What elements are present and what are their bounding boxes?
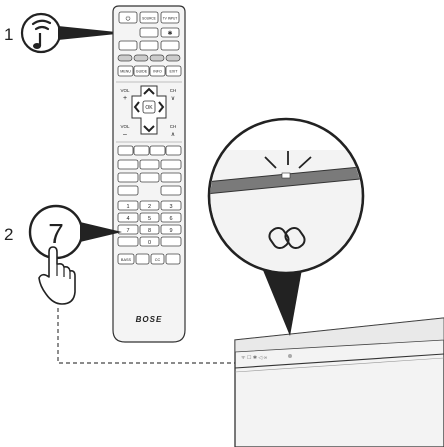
remote-control: ⏻ SOURCE TV INPUT ✱ MENU GUIDE INF [112,5,186,343]
magnified-indicator [207,117,365,336]
svg-text:BASS: BASS [121,258,132,262]
info-button[interactable] [149,65,166,77]
keyboard-button[interactable] [165,253,181,265]
svg-text:∧: ∧ [171,132,175,138]
light-ray-right [298,156,312,169]
music-note-wifi-icon [31,19,52,49]
svg-text:CH: CH [170,88,177,93]
key-1[interactable] [117,200,139,211]
bluetooth-icon: ✱ [167,30,172,37]
key-5[interactable] [139,212,160,223]
svg-text:TV INPUT: TV INPUT [163,17,178,21]
svg-text:0: 0 [148,240,151,246]
svg-text:CC: CC [155,258,161,262]
light-ray-left [264,156,277,169]
soundbar-status-icons: ᯤ ☐ ✱ ◁ ∞ [241,355,268,361]
svg-text:∨: ∨ [171,96,175,102]
svg-text:OK: OK [145,105,153,111]
left-arrow-icon [133,101,140,113]
source-button[interactable] [139,11,159,24]
tv-button[interactable] [118,40,138,51]
svg-text:EXIT: EXIT [170,70,179,74]
box-button[interactable] [139,40,159,51]
navigation-pad: VOL + CH ∨ OK VOL – CH ∧ [120,85,177,138]
svg-text:VOL: VOL [120,88,130,93]
svg-text:SOURCE: SOURCE [142,17,156,21]
svg-text:3: 3 [169,204,172,210]
indicator-bar [210,166,362,194]
light-bar [281,172,291,179]
key-0[interactable] [139,236,160,247]
wifi-music-button[interactable] [139,27,159,38]
ok-button[interactable] [142,100,156,114]
svg-text:ᯤ ☐ ✱ ◁ ∞: ᯤ ☐ ✱ ◁ ∞ [241,355,268,361]
svg-text:GUIDE: GUIDE [136,70,148,74]
link-icon [268,226,306,250]
svg-text:1: 1 [126,204,129,210]
key-back[interactable] [117,236,139,247]
right-arrow-icon [158,101,165,113]
remote-bottom-row: BASS CC [117,253,181,265]
up-arrow-icon [143,87,155,95]
svg-text:9: 9 [169,228,172,234]
key-9[interactable] [160,224,182,235]
menu-row: MENU GUIDE INFO EXIT [117,65,182,77]
bluetooth-button[interactable] [160,27,180,38]
svg-text:5: 5 [148,216,151,222]
svg-text:INFO: INFO [153,70,162,74]
screen-button[interactable] [135,253,150,265]
down-arrow-icon [143,125,155,133]
transport-buttons [117,145,182,196]
svg-text:⏻: ⏻ [126,16,131,23]
soundbar-indicator-light [288,354,292,358]
game-button[interactable] [160,40,180,51]
svg-text:6: 6 [169,216,172,222]
key-enter[interactable] [160,236,182,247]
key-3[interactable] [160,200,182,211]
callout-1: 1 [4,12,126,54]
key-2[interactable] [139,200,160,211]
svg-text:–: – [123,131,127,138]
power-button[interactable] [118,11,138,24]
remote-top-row: ⏻ SOURCE TV INPUT [118,11,180,24]
preset-buttons [117,54,181,62]
key-8[interactable] [139,224,160,235]
key-6[interactable] [160,212,182,223]
key-7[interactable] [117,224,139,235]
svg-text:MENU: MENU [120,70,131,74]
svg-text:7: 7 [126,228,129,234]
svg-text:4: 4 [126,216,129,222]
svg-text:2: 2 [148,204,151,210]
soundbar: ᯤ ☐ ✱ ◁ ∞ [234,317,444,447]
callout-number-1: 1 [4,25,13,44]
svg-text:CH: CH [170,124,177,129]
exit-button[interactable] [165,65,182,77]
brand-logo: BOSE [136,315,163,324]
callout-number-2: 2 [4,225,13,244]
svg-text:+: + [123,95,127,102]
key-4[interactable] [117,212,139,223]
ir-signal-path [57,308,293,364]
svg-text:VOL: VOL [120,124,130,129]
cc-button[interactable] [150,253,165,265]
number-pad: 1 2 3 4 5 6 7 8 9 0 [117,200,182,247]
key-7-enlarged: 7 [48,218,64,249]
guide-button[interactable] [133,65,150,77]
tv-input-button[interactable] [160,11,180,24]
bass-button[interactable] [117,253,135,265]
svg-text:8: 8 [148,228,151,234]
menu-button[interactable] [117,65,134,77]
callout-2: 2 7 [4,204,122,305]
